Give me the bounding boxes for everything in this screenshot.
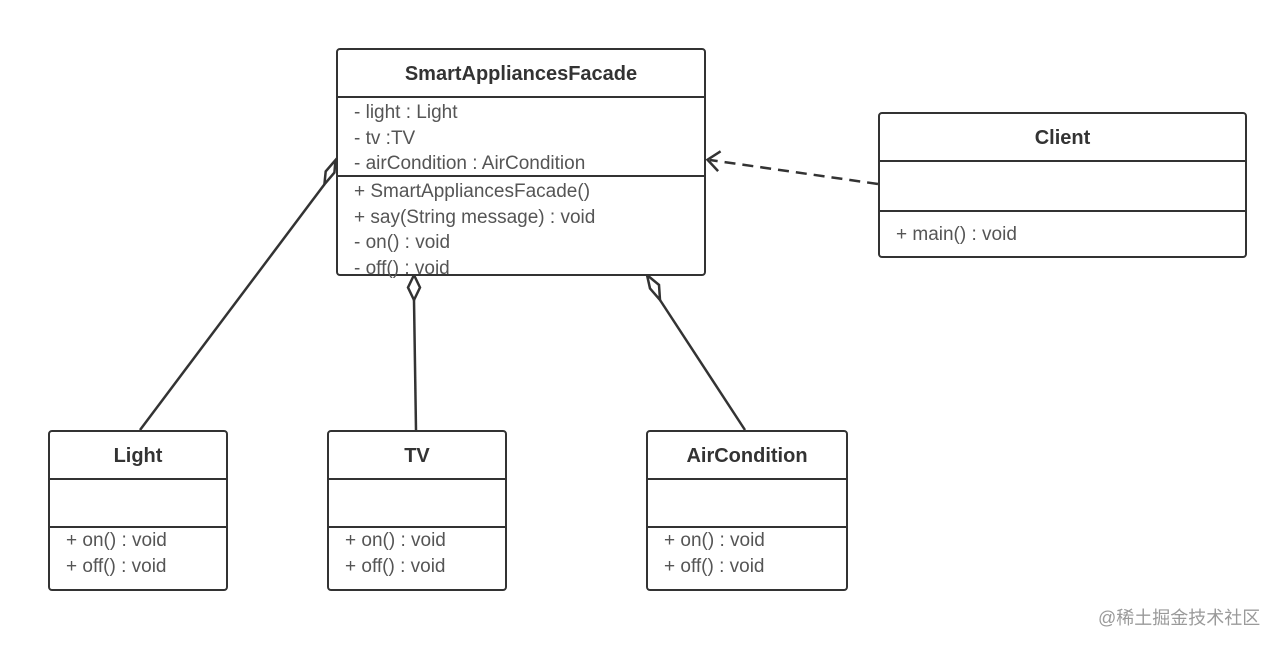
aggregation-line-tv — [412, 299, 418, 431]
dependency-arrowhead — [705, 150, 722, 172]
class-client[interactable]: Client + main() : void — [878, 112, 1247, 258]
operation-main: + main() : void — [896, 224, 1017, 245]
aggregation-line-light — [139, 183, 326, 431]
operations-compartment: + SmartAppliancesFacade() + say(String m… — [338, 177, 704, 281]
aggregation-line-aircondition — [658, 299, 747, 431]
operation-on: + on() : void — [345, 530, 446, 551]
class-smart-appliances-facade[interactable]: SmartAppliancesFacade - light : Light - … — [336, 48, 706, 279]
class-name: TV — [329, 432, 505, 480]
class-light[interactable]: Light + on() : void + off() : void — [48, 430, 228, 591]
class-air-condition[interactable]: AirCondition + on() : void + off() : voi… — [646, 430, 848, 591]
dependency-line — [709, 158, 879, 186]
class-name: Client — [880, 114, 1245, 162]
operation-off: - off() : void — [354, 257, 450, 279]
class-name: Light — [50, 432, 226, 480]
operations-compartment: + on() : void + off() : void — [329, 528, 505, 579]
attributes-compartment — [880, 162, 1245, 212]
attributes-compartment — [329, 480, 505, 528]
operations-compartment: + on() : void + off() : void — [648, 528, 846, 579]
operation-off: + off() : void — [345, 555, 446, 577]
operation-off: + off() : void — [66, 555, 167, 577]
class-name: AirCondition — [648, 432, 846, 480]
attribute-tv: - tv :TV — [354, 127, 416, 149]
operation-constructor: + SmartAppliancesFacade() — [354, 181, 591, 202]
operation-say: + say(String message) : void — [354, 206, 596, 228]
watermark-text: @稀土掘金技术社区 — [1098, 608, 1261, 628]
attributes-compartment — [50, 480, 226, 528]
class-tv[interactable]: TV + on() : void + off() : void — [327, 430, 507, 591]
operation-on: + on() : void — [664, 530, 765, 551]
operation-off: + off() : void — [664, 555, 765, 577]
attributes-compartment — [648, 480, 846, 528]
aggregation-diamond-light — [322, 156, 338, 189]
operations-compartment: + on() : void + off() : void — [50, 528, 226, 579]
operation-on: + on() : void — [66, 530, 167, 551]
operation-on: - on() : void — [354, 232, 451, 253]
attributes-compartment: - light : Light - tv :TV - airCondition … — [338, 98, 704, 177]
attribute-air-condition: - airCondition : AirCondition — [354, 153, 586, 174]
class-name: SmartAppliancesFacade — [338, 50, 704, 98]
attribute-light: - light : Light — [354, 102, 458, 123]
operations-compartment: + main() : void — [880, 212, 1245, 248]
